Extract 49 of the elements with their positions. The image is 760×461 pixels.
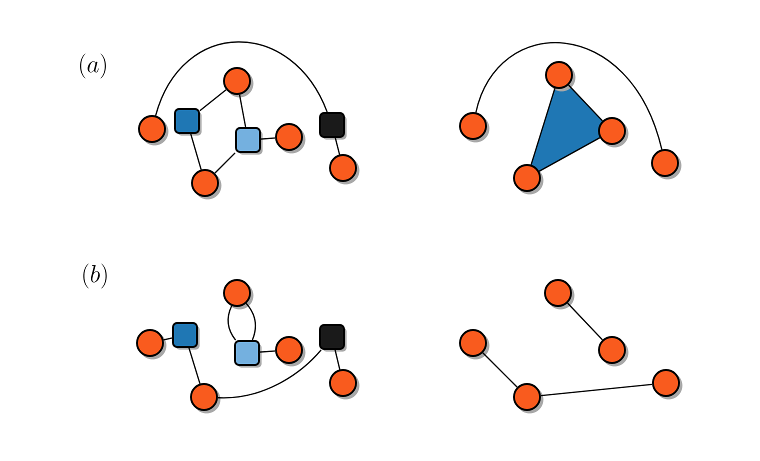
circle-node <box>598 117 628 148</box>
connecting-line <box>163 337 172 341</box>
connecting-line <box>568 84 603 122</box>
connecting-line <box>200 89 227 112</box>
connecting-line <box>567 302 603 340</box>
circle-node <box>329 369 360 400</box>
circle-node <box>651 149 682 180</box>
square-node <box>174 108 202 136</box>
curved-line <box>218 350 322 398</box>
circle-node <box>459 329 490 360</box>
connecting-line <box>530 88 556 165</box>
connecting-line <box>482 352 518 388</box>
connecting-line <box>238 94 246 128</box>
curved-line <box>228 306 236 340</box>
circle-node <box>329 154 360 184</box>
circle-node <box>545 61 576 92</box>
connecting-line <box>188 348 201 384</box>
square-node <box>235 127 263 155</box>
connecting-line <box>538 137 600 172</box>
circle-node <box>544 279 574 310</box>
connecting-line <box>334 350 340 370</box>
panel-label: $(b)$ <box>83 264 107 288</box>
circle-node <box>223 279 254 310</box>
curved-line <box>475 42 662 150</box>
connecting-line <box>260 350 276 353</box>
square-node <box>172 322 200 350</box>
connecting-line <box>214 152 236 174</box>
circle-node <box>513 164 544 194</box>
circle-node <box>275 336 306 366</box>
circle-node <box>191 169 222 200</box>
connecting-line <box>190 134 202 170</box>
square-node <box>319 324 347 352</box>
circle-node <box>223 67 254 98</box>
circle-node <box>513 383 544 414</box>
connecting-line <box>260 137 276 140</box>
circle-node <box>136 329 166 360</box>
circle-node <box>138 115 168 146</box>
square-node <box>234 340 262 368</box>
circle-node <box>190 383 220 414</box>
curved-line <box>155 41 328 116</box>
circle-node <box>459 112 490 142</box>
circle-node <box>652 369 682 400</box>
circle-node <box>598 336 628 366</box>
square-node <box>319 112 347 140</box>
connecting-line <box>540 384 652 396</box>
panel-label: $(a)$ <box>80 54 106 78</box>
curved-line <box>246 303 256 340</box>
connecting-line <box>334 138 340 155</box>
circle-node <box>275 123 306 154</box>
